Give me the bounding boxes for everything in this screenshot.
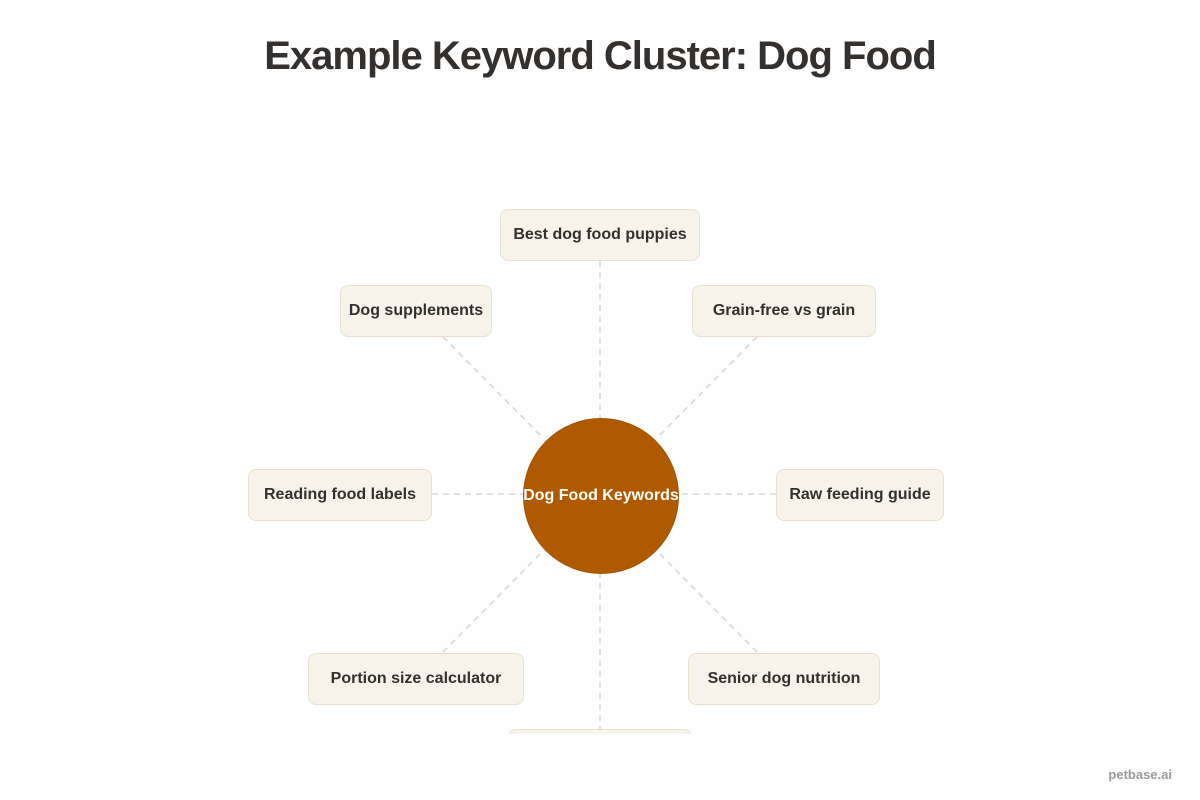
keyword-node-grain-free-vs-grain[interactable]: Grain-free vs grain [692, 285, 876, 337]
connector-line-bottom-right [656, 550, 758, 653]
connector-line-top-right [656, 336, 758, 439]
keyword-node-senior-dog-nutrition[interactable]: Senior dog nutrition [688, 653, 880, 705]
keyword-node-dog-supplements[interactable]: Dog supplements [340, 285, 492, 337]
watermark: petbase.ai [1108, 767, 1172, 782]
keyword-node-label: Dog supplements [348, 302, 484, 319]
keyword-cluster-diagram: Best dog food puppies Grain-free vs grai… [248, 209, 944, 734]
keyword-node-best-dog-food-puppies[interactable]: Best dog food puppies [500, 209, 700, 261]
connector-lines [432, 261, 776, 734]
keyword-node-label: Reading food labels [263, 486, 416, 503]
keyword-node-label: Best dog food puppies [513, 226, 687, 243]
connector-line-bottom-left [442, 550, 544, 653]
keyword-node-reading-food-labels[interactable]: Reading food labels [248, 469, 432, 521]
keyword-node-label: Portion size calculator [330, 670, 502, 687]
connector-line-top-left [442, 336, 544, 439]
keyword-node-label: Senior dog nutrition [707, 670, 861, 687]
keyword-node-label: Grain-free vs grain [712, 302, 856, 319]
keyword-node-portion-size-calculator[interactable]: Portion size calculator [308, 653, 524, 705]
center-hub-label: Dog Food Keywords [523, 487, 679, 504]
keyword-node-raw-feeding-guide[interactable]: Raw feeding guide [776, 469, 944, 521]
center-hub[interactable]: Dog Food Keywords [523, 418, 679, 574]
keyword-node-label: Raw feeding guide [789, 486, 931, 503]
keyword-node-cut-off[interactable] [508, 729, 692, 734]
diagram-title: Example Keyword Cluster: Dog Food [264, 34, 937, 78]
